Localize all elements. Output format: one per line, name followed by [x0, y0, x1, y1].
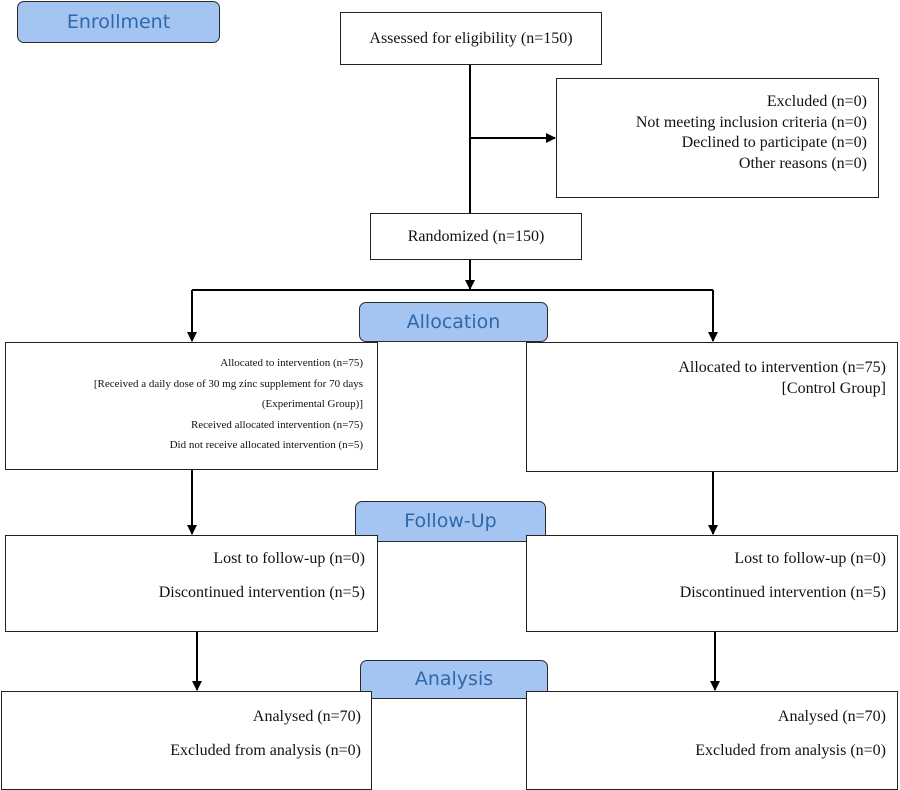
- randomized-box: Randomized (n=150): [370, 213, 582, 260]
- right-group: [Control Group]: [781, 380, 886, 397]
- assessed-text: Assessed for eligibility (n=150): [369, 30, 573, 47]
- right-discontinued: Discontinued intervention (n=5): [679, 584, 886, 601]
- left-analysed: Analysed (n=70): [252, 708, 361, 725]
- right-analysed: Analysed (n=70): [777, 708, 886, 725]
- left-discontinued: Discontinued intervention (n=5): [158, 584, 365, 601]
- randomized-text: Randomized (n=150): [407, 228, 545, 245]
- stage-analysis: Analysis: [360, 660, 548, 699]
- excluded-title: Excluded (n=0): [766, 93, 867, 110]
- left-received: Received allocated intervention (n=75): [190, 418, 363, 431]
- left-description-1: [Received a daily dose of 30 mg zinc sup…: [93, 377, 363, 390]
- left-allocation-box: Allocated to intervention (n=75) [Receiv…: [5, 342, 378, 470]
- left-description-2: (Experimental Group)]: [261, 398, 363, 410]
- left-analysis-box: Analysed (n=70) Excluded from analysis (…: [1, 691, 372, 790]
- excluded-box: Excluded (n=0) Not meeting inclusion cri…: [556, 78, 879, 198]
- right-lost: Lost to follow-up (n=0): [734, 550, 886, 567]
- left-allocated: Allocated to intervention (n=75): [220, 357, 363, 369]
- stage-follow-up: Follow-Up: [355, 501, 546, 542]
- left-excluded-analysis: Excluded from analysis (n=0): [170, 742, 361, 759]
- left-followup-box: Lost to follow-up (n=0) Discontinued int…: [5, 535, 378, 632]
- excluded-not-meeting: Not meeting inclusion criteria (n=0): [635, 113, 867, 131]
- right-allocation-box: Allocated to intervention (n=75) [Contro…: [526, 342, 898, 472]
- left-not-received: Did not receive allocated intervention (…: [169, 439, 363, 451]
- left-lost: Lost to follow-up (n=0): [213, 550, 365, 567]
- stage-enrollment: Enrollment: [17, 1, 220, 43]
- right-excluded-analysis: Excluded from analysis (n=0): [695, 742, 886, 759]
- right-allocated: Allocated to intervention (n=75): [678, 359, 886, 376]
- stage-allocation: Allocation: [359, 302, 548, 342]
- excluded-declined: Declined to participate (n=0): [681, 134, 867, 151]
- right-analysis-box: Analysed (n=70) Excluded from analysis (…: [526, 691, 898, 790]
- excluded-other: Other reasons (n=0): [738, 154, 867, 172]
- assessed-box: Assessed for eligibility (n=150): [340, 12, 602, 65]
- right-followup-box: Lost to follow-up (n=0) Discontinued int…: [526, 535, 898, 632]
